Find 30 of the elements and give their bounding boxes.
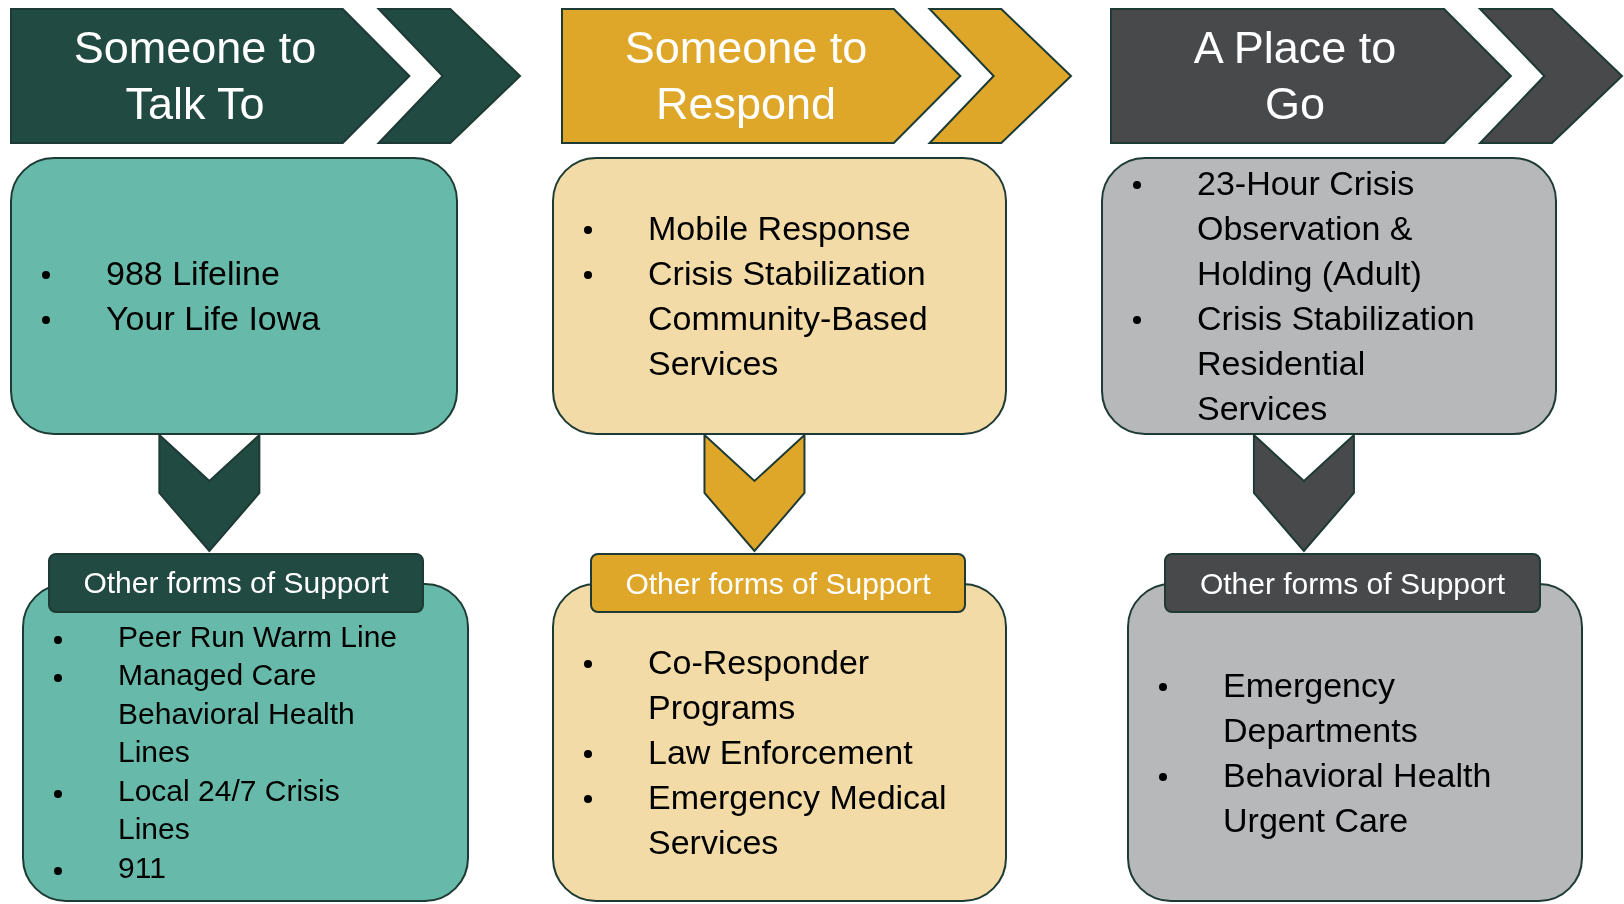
bullet-item: Local 24/7 Crisis Lines <box>118 772 341 848</box>
bullet-item: 23-Hour Crisis Observation & Holding (Adult) <box>1197 163 1423 294</box>
chevron-arrow <box>158 432 261 553</box>
banner-title: Someone to Respond <box>623 21 869 131</box>
bullet-item: 911 <box>118 849 166 886</box>
bullet-item: Emergency Departments <box>1223 664 1419 751</box>
bullet-item: Co-Responder Programs <box>648 642 871 728</box>
banner-title: A Place to Go <box>1192 21 1398 131</box>
bullet-item: Behavioral Health Urgent Care <box>1223 754 1493 841</box>
bullet-item: Law Enforcement <box>648 732 913 773</box>
chevron-arrow <box>1252 432 1355 553</box>
rounded-box <box>1101 157 1557 435</box>
chevron-banner <box>1110 8 1624 144</box>
bullet-item: Your Life Iowa <box>106 298 321 339</box>
tab-label: Other forms of Support <box>1164 553 1541 613</box>
bullet-item: Managed Care Behavioral Health Lines <box>118 657 356 771</box>
rounded-box <box>552 157 1007 435</box>
chevron-banner <box>561 8 1073 144</box>
bullet-item: Emergency Medical Services <box>648 777 948 863</box>
bullet-item: Peer Run Warm Line <box>118 618 397 655</box>
bullet-item: Crisis Stabilization Community-Based Services <box>648 253 929 384</box>
bullet-item: Mobile Response <box>648 208 911 249</box>
chevron-banner <box>10 8 522 144</box>
bullet-item: 988 Lifeline <box>106 253 280 294</box>
bullet-item: Crisis Stabilization Residential Services <box>1197 298 1476 429</box>
chevron-arrow <box>703 432 806 553</box>
banner-title: Someone to Talk To <box>72 21 318 131</box>
tab-label: Other forms of Support <box>590 553 966 613</box>
tab-label: Other forms of Support <box>48 553 424 613</box>
rounded-box <box>10 157 458 435</box>
